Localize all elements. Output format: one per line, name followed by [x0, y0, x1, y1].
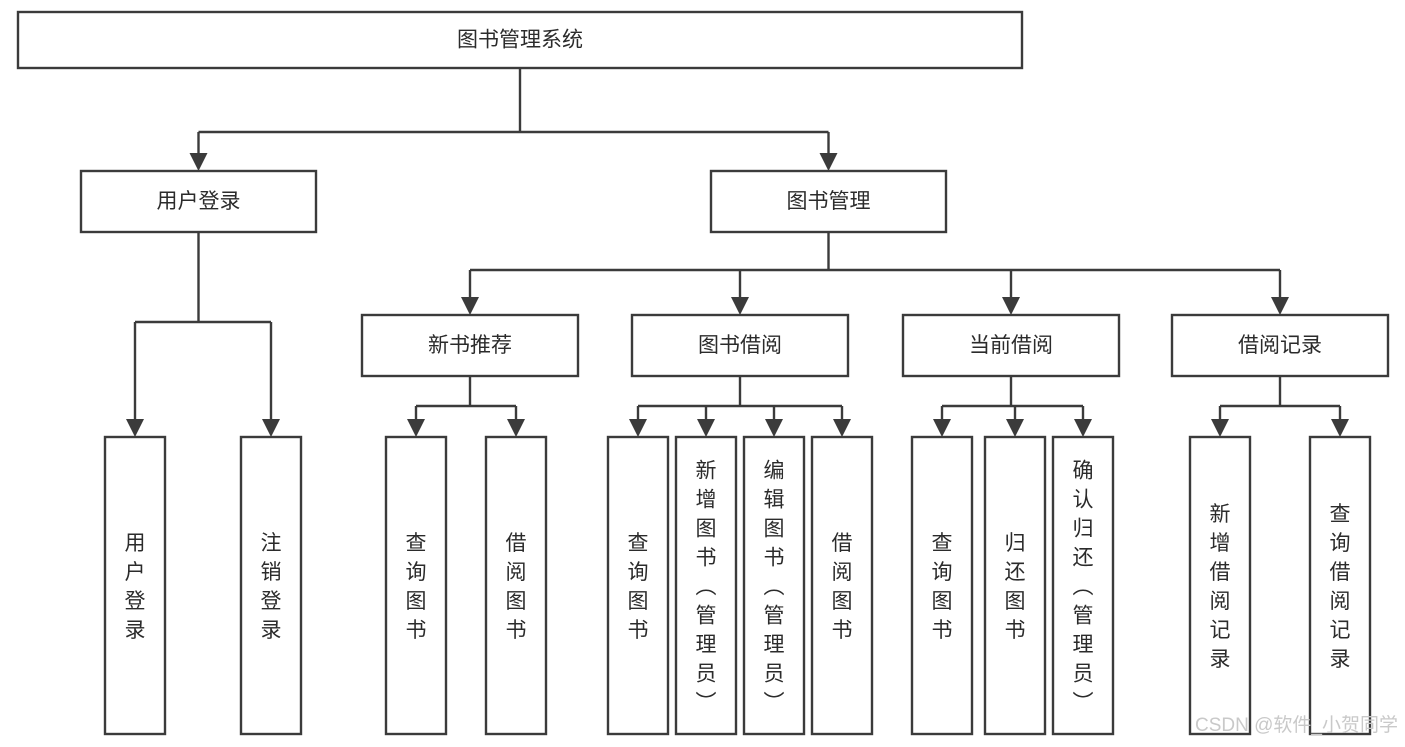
- node-label-leaf-borrow-book-2: 借阅图书: [832, 532, 853, 642]
- node-label-leaf-user-login: 用户登录: [125, 532, 146, 642]
- arrow-head-icon-leaf-borrow-book-1: [507, 419, 525, 437]
- node-leaf-query-book-1[interactable]: 查询图书: [384, 435, 448, 736]
- node-leaf-user-login[interactable]: 用户登录: [103, 435, 167, 736]
- node-box-leaf-add-book: [674, 435, 738, 736]
- node-box-leaf-return-book: [983, 435, 1047, 736]
- node-leaf-borrow-book-2[interactable]: 借阅图书: [810, 435, 874, 736]
- node-leaf-add-record[interactable]: 新增借阅记录: [1188, 435, 1252, 736]
- node-new-book-recommend[interactable]: 新书推荐: [360, 313, 580, 378]
- node-label-leaf-query-book-3: 查询图书: [932, 532, 953, 642]
- node-leaf-borrow-book-1[interactable]: 借阅图书: [484, 435, 548, 736]
- arrow-head-icon-leaf-return-book: [1006, 419, 1024, 437]
- arrow-head-icon-leaf-query-record: [1331, 419, 1349, 437]
- arrow-head-icon-leaf-add-record: [1211, 419, 1229, 437]
- node-box-book-borrow: [630, 313, 850, 378]
- node-box-leaf-query-record: [1308, 435, 1372, 736]
- node-leaf-edit-book[interactable]: 编辑图书︵管理员︶: [742, 435, 806, 736]
- node-user-login[interactable]: 用户登录: [79, 169, 318, 234]
- arrow-head-icon-borrow-record: [1271, 297, 1289, 315]
- node-book-borrow[interactable]: 图书借阅: [630, 313, 850, 378]
- node-label-leaf-add-book: 新增图书︵管理员︶: [696, 460, 717, 715]
- node-label-leaf-logout: 注销登录: [261, 532, 282, 642]
- node-leaf-query-record[interactable]: 查询借阅记录: [1308, 435, 1372, 736]
- arrow-head-icon-current-borrow: [1002, 297, 1020, 315]
- node-label-book-borrow: 图书借阅: [698, 334, 782, 357]
- node-box-borrow-record: [1170, 313, 1390, 378]
- node-leaf-query-book-2[interactable]: 查询图书: [606, 435, 670, 736]
- node-box-leaf-user-login: [103, 435, 167, 736]
- arrow-head-icon-user-login: [189, 153, 208, 171]
- node-label-leaf-query-record: 查询借阅记录: [1330, 503, 1351, 671]
- node-label-borrow-record: 借阅记录: [1238, 334, 1322, 357]
- node-leaf-add-book[interactable]: 新增图书︵管理员︶: [674, 435, 738, 736]
- arrow-head-icon-leaf-logout: [262, 419, 280, 437]
- node-box-user-login: [79, 169, 318, 234]
- arrow-head-icon-leaf-add-book: [697, 419, 715, 437]
- node-box-leaf-borrow-book-2: [810, 435, 874, 736]
- node-label-root: 图书管理系统: [457, 29, 583, 52]
- node-box-new-book-recommend: [360, 313, 580, 378]
- diagram-nodes: 图书管理系统用户登录图书管理新书推荐图书借阅当前借阅借阅记录用户登录注销登录查询…: [16, 10, 1390, 736]
- node-book-manage[interactable]: 图书管理: [709, 169, 948, 234]
- node-leaf-return-book[interactable]: 归还图书: [983, 435, 1047, 736]
- node-box-leaf-confirm-return: [1051, 435, 1115, 736]
- arrow-head-icon-book-manage: [819, 153, 838, 171]
- node-leaf-logout[interactable]: 注销登录: [239, 435, 303, 736]
- arrow-head-icon-book-borrow: [731, 297, 749, 315]
- arrow-head-icon-leaf-confirm-return: [1074, 419, 1092, 437]
- node-current-borrow[interactable]: 当前借阅: [901, 313, 1121, 378]
- node-label-book-manage: 图书管理: [787, 190, 871, 213]
- node-leaf-confirm-return[interactable]: 确认归还︵管理员︶: [1051, 435, 1115, 736]
- node-box-leaf-query-book-2: [606, 435, 670, 736]
- arrow-head-icon-leaf-query-book-1: [407, 419, 425, 437]
- arrow-head-icon-leaf-query-book-3: [933, 419, 951, 437]
- node-borrow-record[interactable]: 借阅记录: [1170, 313, 1390, 378]
- node-label-leaf-borrow-book-1: 借阅图书: [506, 532, 527, 642]
- node-label-new-book-recommend: 新书推荐: [428, 334, 512, 357]
- node-box-book-manage: [709, 169, 948, 234]
- node-box-current-borrow: [901, 313, 1121, 378]
- node-label-user-login: 用户登录: [157, 190, 241, 213]
- arrow-head-icon-leaf-borrow-book-2: [833, 419, 851, 437]
- node-box-leaf-edit-book: [742, 435, 806, 736]
- node-box-root: [16, 10, 1024, 70]
- node-label-current-borrow: 当前借阅: [969, 334, 1053, 357]
- node-box-leaf-borrow-book-1: [484, 435, 548, 736]
- arrow-head-icon-leaf-user-login: [126, 419, 144, 437]
- node-label-leaf-confirm-return: 确认归还︵管理员︶: [1073, 460, 1094, 715]
- csdn-watermark: CSDN @软件_小贺同学: [1195, 714, 1398, 736]
- node-label-leaf-add-record: 新增借阅记录: [1210, 503, 1231, 671]
- node-leaf-query-book-3[interactable]: 查询图书: [910, 435, 974, 736]
- connector-lines: [126, 68, 1349, 437]
- node-box-leaf-logout: [239, 435, 303, 736]
- node-label-leaf-edit-book: 编辑图书︵管理员︶: [764, 460, 785, 715]
- node-box-leaf-add-record: [1188, 435, 1252, 736]
- arrow-head-icon-new-book-recommend: [461, 297, 479, 315]
- arrow-head-icon-leaf-query-book-2: [629, 419, 647, 437]
- node-label-leaf-query-book-2: 查询图书: [628, 532, 649, 642]
- node-box-leaf-query-book-1: [384, 435, 448, 736]
- node-root[interactable]: 图书管理系统: [16, 10, 1024, 70]
- node-box-leaf-query-book-3: [910, 435, 974, 736]
- node-label-leaf-query-book-1: 查询图书: [406, 532, 427, 642]
- arrow-head-icon-leaf-edit-book: [765, 419, 783, 437]
- node-label-leaf-return-book: 归还图书: [1005, 532, 1026, 642]
